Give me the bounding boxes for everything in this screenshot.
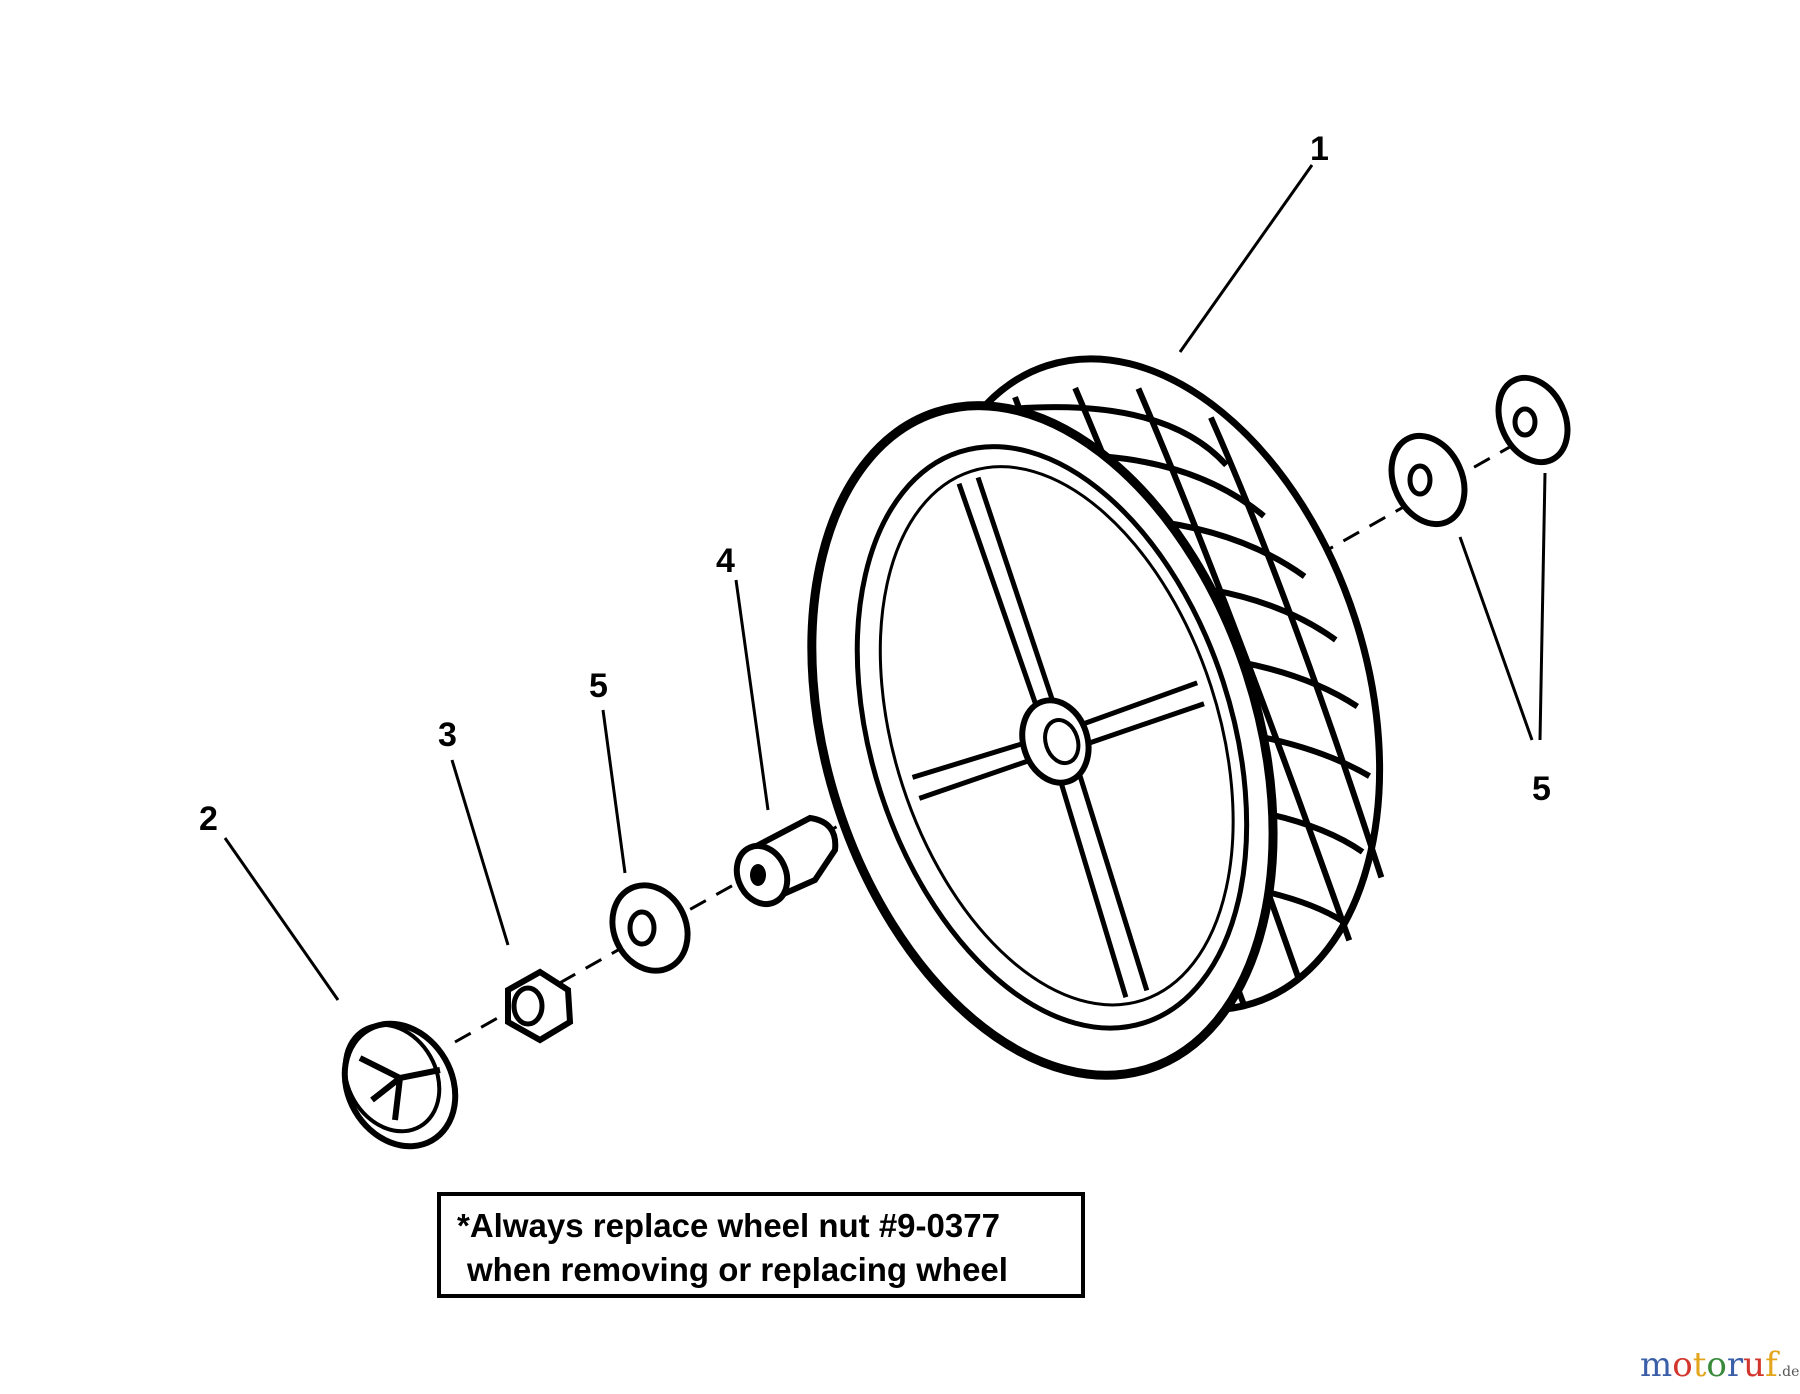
watermark-letter: m <box>1640 1345 1673 1385</box>
washer-part-left[interactable] <box>599 873 701 983</box>
callout-5-left: 5 <box>589 667 608 705</box>
leader-line-5-right-b <box>1538 472 1547 741</box>
hub-cap-part[interactable] <box>323 1004 477 1167</box>
note-line-2: when removing or replacing wheel <box>467 1251 1008 1288</box>
watermark-suffix: .de <box>1777 1364 1800 1380</box>
watermark-letter: f <box>1765 1345 1778 1385</box>
replacement-note-box: *Always replace wheel nut #9-0377 when r… <box>437 1192 1085 1298</box>
wheel-nut-part[interactable] <box>505 968 574 1044</box>
leader-line-4 <box>734 579 770 811</box>
washer-part-right-outer[interactable] <box>1485 367 1580 474</box>
leader-line-2 <box>223 837 340 1001</box>
watermark-letter: u <box>1743 1345 1766 1385</box>
watermark-letter: t <box>1692 1345 1707 1385</box>
spacer-part[interactable] <box>728 814 839 912</box>
leader-line-3 <box>450 759 510 946</box>
callout-5-right: 5 <box>1532 770 1551 808</box>
wheel-part[interactable] <box>728 299 1467 1135</box>
leader-line-5-left <box>601 709 627 874</box>
watermark-letter: o <box>1672 1345 1693 1385</box>
leader-line-1 <box>1178 164 1314 353</box>
watermark-letter: r <box>1726 1345 1744 1385</box>
washer-part-right-inner[interactable] <box>1378 424 1479 536</box>
callout-4: 4 <box>716 542 735 580</box>
watermark-letter: o <box>1706 1345 1727 1385</box>
callout-3: 3 <box>438 716 457 754</box>
leader-line-5-right-a <box>1458 536 1534 741</box>
note-line-1: *Always replace wheel nut #9-0377 <box>457 1207 1000 1244</box>
leader-lines <box>223 164 1547 1001</box>
motoruf-watermark-logo: motoruf.de <box>1640 1345 1799 1385</box>
callout-1: 1 <box>1310 130 1329 168</box>
callout-2: 2 <box>199 800 218 838</box>
